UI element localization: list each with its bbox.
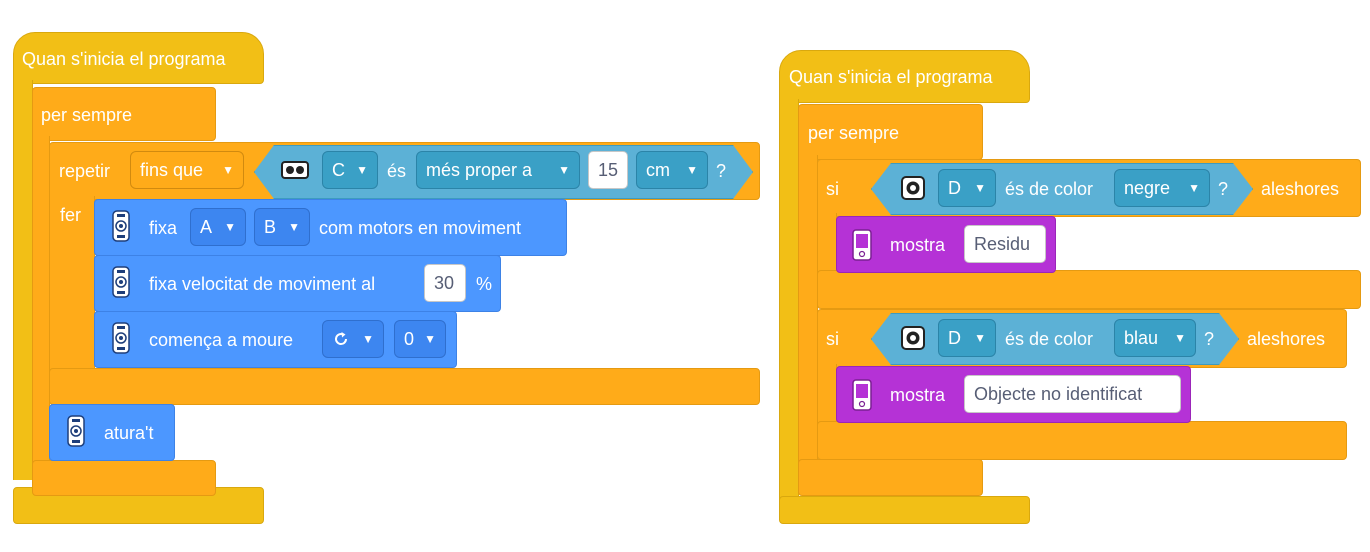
forever-block[interactable]	[32, 87, 216, 141]
display-text-field-2[interactable]: Objecte no identificat	[964, 375, 1181, 413]
unit-value: cm	[646, 160, 670, 180]
set-motors-label-post: com motors en moviment	[319, 218, 522, 238]
move-value-dropdown[interactable]: 0 ▼	[394, 320, 446, 358]
do-label: fer	[60, 205, 82, 225]
hat-block-body	[779, 99, 799, 502]
distance-port-dropdown[interactable]: C ▼	[322, 151, 378, 189]
move-value: 0	[404, 329, 415, 349]
is-color-label: és de color	[1005, 179, 1094, 199]
forever-block-foot	[32, 460, 216, 496]
set-motors-label-pre: fixa	[149, 218, 178, 238]
if-block-2-arm	[817, 364, 837, 426]
distance-value-field[interactable]: 15	[588, 151, 628, 189]
color-sensor-icon	[901, 176, 925, 200]
direction-dropdown[interactable]: ▼	[322, 320, 384, 358]
color-dropdown-1[interactable]: negre ▼	[1114, 169, 1210, 207]
display-text-field-1[interactable]: Residu	[964, 225, 1046, 263]
move-hub-icon	[67, 415, 85, 447]
motor-2-dropdown[interactable]: B ▼	[254, 208, 310, 246]
chevron-down-icon: ▼	[424, 332, 436, 346]
repeat-label: repetir	[59, 161, 111, 181]
stop-label: atura't	[104, 423, 154, 443]
if-2-label: si	[826, 329, 839, 349]
chevron-down-icon: ▼	[686, 163, 698, 177]
color-port-value: D	[948, 178, 961, 198]
motor-1-value: A	[200, 217, 213, 237]
comparison-dropdown[interactable]: més proper a ▼	[416, 151, 580, 189]
unit-dropdown[interactable]: cm ▼	[636, 151, 708, 189]
color-value: negre	[1124, 178, 1171, 198]
speed-value-field[interactable]: 30	[424, 264, 466, 302]
hat-block-foot	[779, 496, 1030, 524]
chevron-down-icon: ▼	[356, 163, 368, 177]
chevron-down-icon: ▼	[288, 220, 300, 234]
chevron-down-icon: ▼	[558, 163, 570, 177]
color-sensor-icon	[901, 326, 925, 350]
then-label: aleshores	[1261, 179, 1340, 199]
start-moving-label: comença a moure	[149, 330, 294, 350]
forever-block-foot	[798, 459, 983, 496]
move-hub-icon	[112, 266, 130, 298]
hat-block-body	[13, 80, 33, 480]
repeat-mode-value: fins que	[140, 160, 204, 180]
forever-label: per sempre	[808, 123, 900, 143]
color-port-dropdown-2[interactable]: D ▼	[938, 319, 996, 357]
question-mark: ?	[1218, 179, 1229, 199]
color-value: blau	[1124, 328, 1159, 348]
chevron-down-icon: ▼	[974, 181, 986, 195]
if-block-2-foot	[817, 421, 1347, 460]
question-mark: ?	[716, 161, 727, 181]
stop-block[interactable]	[49, 404, 175, 461]
motor-2-value: B	[264, 217, 277, 237]
question-mark: ?	[1204, 329, 1215, 349]
hat-block-label: Quan s'inicia el programa	[789, 67, 993, 87]
color-dropdown-2[interactable]: blau ▼	[1114, 319, 1196, 357]
is-color-label: és de color	[1005, 329, 1094, 349]
move-hub-icon	[112, 322, 130, 354]
then-label: aleshores	[1247, 329, 1326, 349]
when-program-starts-block[interactable]	[779, 50, 1030, 103]
hat-block-label: Quan s'inicia el programa	[22, 49, 226, 69]
when-program-starts-block[interactable]	[13, 32, 264, 84]
distance-port-value: C	[332, 160, 345, 180]
comparison-value: més proper a	[426, 160, 533, 180]
if-block-1-foot	[817, 270, 1361, 309]
display-label: mostra	[890, 385, 946, 405]
speed-unit-label: %	[476, 274, 493, 294]
color-port-value: D	[948, 328, 961, 348]
set-speed-label: fixa velocitat de moviment al	[149, 274, 376, 294]
motor-1-dropdown[interactable]: A ▼	[190, 208, 246, 246]
distance-sensor-icon	[281, 161, 309, 179]
chevron-down-icon: ▼	[1188, 181, 1200, 195]
rotate-clockwise-icon	[335, 332, 348, 345]
chevron-down-icon: ▼	[224, 220, 236, 234]
display-matrix-icon	[852, 229, 872, 261]
forever-block-arm	[798, 155, 818, 465]
forever-block-arm	[32, 136, 50, 466]
chevron-down-icon: ▼	[974, 331, 986, 345]
chevron-down-icon: ▼	[362, 332, 374, 346]
display-label: mostra	[890, 235, 946, 255]
repeat-block-foot	[49, 368, 760, 405]
color-port-dropdown-1[interactable]: D ▼	[938, 169, 996, 207]
move-hub-icon	[112, 210, 130, 242]
if-block-1-arm	[817, 213, 837, 273]
repeat-mode-dropdown[interactable]: fins que ▼	[130, 151, 244, 189]
repeat-block-arm	[49, 196, 95, 372]
display-matrix-icon	[852, 379, 872, 411]
is-label: és	[387, 161, 407, 181]
if-1-label: si	[826, 179, 839, 199]
chevron-down-icon: ▼	[222, 163, 234, 177]
forever-label: per sempre	[41, 105, 133, 125]
chevron-down-icon: ▼	[1174, 331, 1186, 345]
